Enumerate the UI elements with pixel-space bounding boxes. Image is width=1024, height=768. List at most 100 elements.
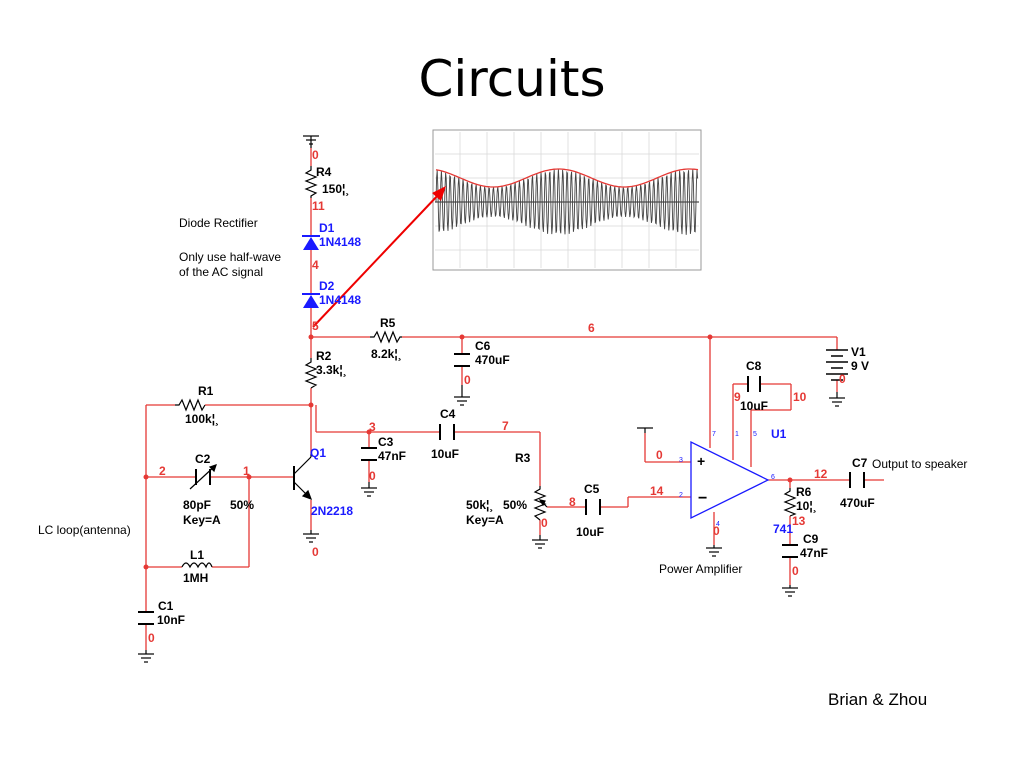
c4-value: 10uF [431, 447, 459, 461]
d1-ref: D1 [319, 221, 335, 235]
net-label: 0 [148, 631, 155, 645]
c2-value: 80pF [183, 498, 211, 512]
circuit-wires [145, 148, 884, 650]
r5-ref: R5 [380, 316, 396, 330]
pin-label: 6 [771, 474, 775, 481]
c9-value: 47nF [800, 546, 828, 560]
l1-ref: L1 [190, 548, 204, 562]
capacitor-c4 [439, 424, 455, 440]
resistor-r5 [370, 330, 402, 344]
u1-ref: U1 [771, 427, 787, 441]
c3-value: 47nF [378, 449, 406, 463]
net-label: 1 [243, 464, 250, 478]
r2-value: 3.3k¦¸ [316, 363, 347, 377]
c2-setting: 50% [230, 498, 254, 512]
c9-ref: C9 [803, 532, 819, 546]
c4-ref: C4 [440, 407, 456, 421]
c7-value: 470uF [840, 496, 875, 510]
q1-ref: Q1 [310, 446, 326, 460]
net-label: 6 [588, 321, 595, 335]
junction-dots [143, 334, 793, 570]
c1-ref: C1 [158, 599, 174, 613]
op-amp-u1: + − [690, 440, 770, 520]
diode-rectifier-note: Diode Rectifier [179, 216, 258, 230]
c2-ref: C2 [195, 452, 211, 466]
capacitor-c7 [849, 472, 865, 488]
svg-text:+: + [697, 453, 705, 469]
c6-value: 470uF [475, 353, 510, 367]
r1-value: 100k¦¸ [185, 412, 219, 426]
pin-label: 1 [735, 431, 739, 438]
pin-label: 4 [716, 521, 720, 528]
r3-setting: 50% [503, 498, 527, 512]
capacitor-c1 [138, 611, 154, 625]
d1-value: 1N4148 [319, 235, 361, 249]
capacitor-c5 [585, 499, 601, 515]
pin-label: 3 [679, 457, 683, 464]
net-label: 3 [369, 420, 376, 434]
slide-title: Circuits [418, 50, 606, 108]
half-wave-note-line1: Only use half-wave [179, 250, 281, 264]
v1-value: 9 V [851, 359, 869, 373]
pointer-arrow [312, 186, 446, 328]
net-label: 12 [814, 467, 828, 481]
c8-ref: C8 [746, 359, 762, 373]
r4-ref: R4 [316, 165, 332, 179]
net-label: 0 [656, 448, 663, 462]
r4-value: 150¦¸ [322, 182, 349, 196]
lc-loop-note: LC loop(antenna) [38, 523, 131, 537]
diode-d2 [302, 293, 320, 308]
capacitor-c6 [454, 353, 470, 367]
r6-ref: R6 [796, 485, 812, 499]
c2-key: Key=A [183, 513, 221, 527]
net-label: 0 [369, 469, 376, 483]
net-label: 5 [312, 319, 319, 333]
net-label: 0 [464, 373, 471, 387]
envelope-trace [435, 168, 699, 188]
v1-ref: V1 [851, 345, 866, 359]
resistor-r4 [304, 166, 318, 198]
r3-value: 50k¦¸ [466, 498, 493, 512]
net-label: 7 [502, 419, 509, 433]
net-label: 10 [793, 390, 807, 404]
net-label: 2 [159, 464, 166, 478]
net-label: 0 [713, 524, 720, 538]
net-label: 11 [312, 199, 325, 213]
variable-capacitor-c2 [189, 464, 217, 490]
pin-label: 2 [679, 492, 683, 499]
c7-ref: C7 [852, 456, 868, 470]
net-label: 0 [792, 564, 799, 578]
q1-value: 2N2218 [311, 504, 353, 518]
c6-ref: C6 [475, 339, 491, 353]
net-label: 9 [734, 390, 741, 404]
net-label: 0 [541, 516, 548, 530]
net-label: 0 [312, 545, 319, 559]
potentiometer-r3 [533, 486, 548, 521]
transistor-q1 [293, 454, 313, 501]
r3-key: Key=A [466, 513, 504, 527]
net-label: 14 [650, 484, 664, 498]
d2-ref: D2 [319, 279, 335, 293]
r5-value: 8.2k¦¸ [371, 347, 402, 361]
oscilloscope-screenshot [432, 129, 702, 271]
ground-symbols [138, 135, 845, 663]
am-waveform-trace [435, 168, 699, 235]
pin-label: 7 [712, 431, 716, 438]
c5-value: 10uF [576, 525, 604, 539]
resistor-r1 [175, 398, 206, 412]
r2-ref: R2 [316, 349, 332, 363]
c5-ref: C5 [584, 482, 600, 496]
resistor-r2 [304, 358, 318, 389]
battery-v1 [826, 349, 848, 381]
d2-value: 1N4148 [319, 293, 361, 307]
net-label: 0 [839, 372, 846, 386]
net-label: 0 [312, 148, 319, 162]
author-footer: Brian & Zhou [828, 690, 928, 709]
power-amplifier-note: Power Amplifier [659, 562, 742, 576]
diode-d1 [302, 235, 320, 250]
net-label: 4 [312, 258, 319, 272]
capacitor-c9 [782, 544, 798, 558]
c1-value: 10nF [157, 613, 185, 627]
half-wave-note-line2: of the AC signal [179, 265, 263, 279]
